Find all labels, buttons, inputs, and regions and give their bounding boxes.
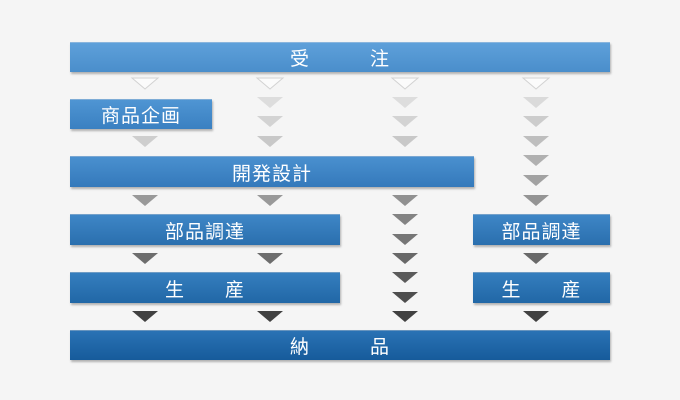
arrow-col2-1: [255, 77, 285, 90]
arrow-col2-5: [257, 195, 283, 206]
arrow-col3-1: [390, 77, 420, 90]
arrow-col2-3: [257, 116, 283, 127]
arrow-col4-2: [523, 97, 549, 108]
arrow-col4-1: [521, 77, 551, 90]
arrow-col4-5: [523, 155, 549, 166]
arrow-col3-3: [392, 116, 418, 127]
arrow-col1-1: [130, 77, 160, 90]
arrow-col4-3: [523, 116, 549, 127]
arrow-col1-2: [132, 136, 158, 147]
arrow-col1-3: [132, 195, 158, 206]
arrow-col2-4: [257, 136, 283, 147]
arrow-col3-7: [392, 234, 418, 245]
parts-procurement-box-side: 部品調達: [473, 214, 610, 245]
arrow-col4-4: [523, 136, 549, 147]
order-box: 受 注: [70, 42, 610, 72]
arrow-col3-6: [392, 214, 418, 225]
arrow-col3-8: [392, 253, 418, 264]
production-box-main: 生 産: [70, 272, 340, 303]
arrow-col3-9: [392, 272, 418, 283]
development-design-box: 開発設計: [70, 156, 474, 187]
product-planning-box: 商品企画: [70, 99, 212, 129]
arrow-col1-4: [132, 253, 158, 264]
arrow-col2-2: [257, 97, 283, 108]
arrow-col4-8: [523, 253, 549, 264]
arrow-col3-5: [392, 195, 418, 206]
arrow-col1-5: [132, 311, 158, 322]
arrow-col2-7: [257, 311, 283, 322]
arrow-col3-4: [392, 136, 418, 147]
arrow-col4-7: [523, 195, 549, 206]
arrow-col4-9: [523, 311, 549, 322]
delivery-box: 納 品: [70, 330, 610, 360]
arrow-col4-6: [523, 175, 549, 186]
arrow-col3-10: [392, 292, 418, 303]
parts-procurement-box-main: 部品調達: [70, 214, 340, 245]
arrow-col3-11: [392, 311, 418, 322]
production-box-side: 生 産: [473, 272, 610, 303]
arrow-col3-2: [392, 97, 418, 108]
arrow-col2-6: [257, 253, 283, 264]
